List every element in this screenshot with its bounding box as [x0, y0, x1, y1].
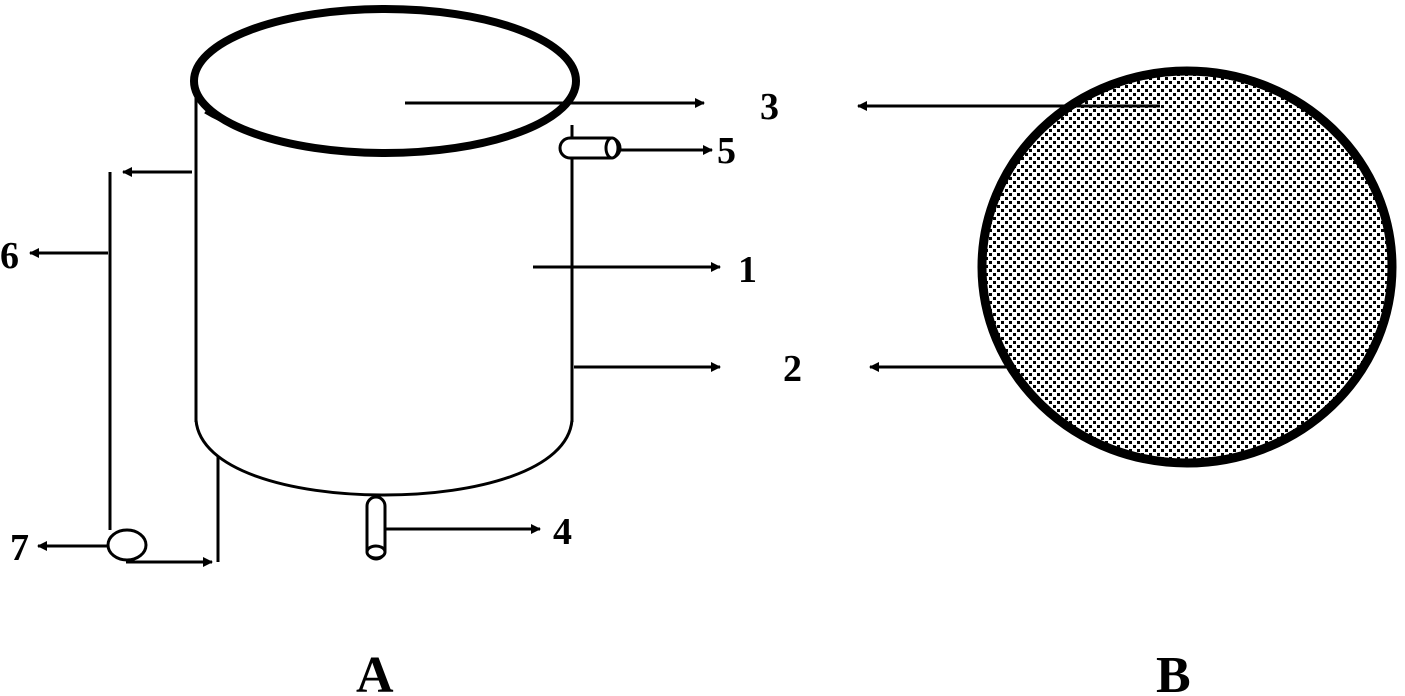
- vessel-bottom: [194, 419, 574, 497]
- mesh-disk-b: [977, 66, 1397, 468]
- bottom-drain-opening: [365, 544, 387, 560]
- vessel-a: [106, 5, 622, 567]
- callout-5: 5: [717, 130, 736, 172]
- panel-label-b: B: [1156, 647, 1191, 696]
- panel-label-a: A: [356, 647, 394, 696]
- mesh-disk-fill: [982, 71, 1392, 463]
- side-outlet-pipe: [558, 136, 622, 160]
- pump-icon: [106, 528, 148, 562]
- callout-7: 7: [10, 527, 29, 569]
- callout-4: 4: [553, 511, 572, 553]
- mesh-disk-rim: [977, 66, 1397, 468]
- callout-2: 2: [783, 348, 802, 390]
- callout-3: 3: [760, 86, 779, 128]
- leader-arrows: [29, 98, 1160, 551]
- callout-1: 1: [738, 249, 757, 291]
- vessel-top-rim: [190, 5, 580, 157]
- callout-6: 6: [0, 235, 19, 277]
- side-outlet-opening: [604, 136, 620, 160]
